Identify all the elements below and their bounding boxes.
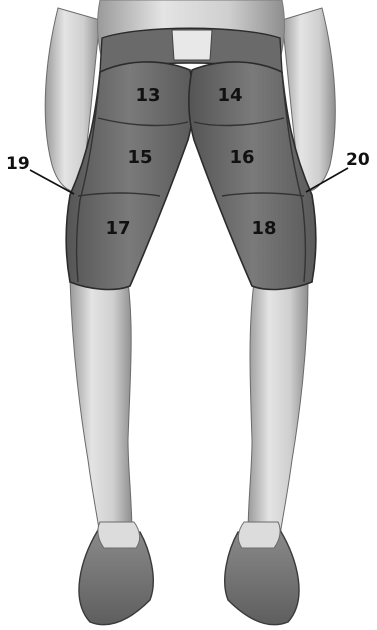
- zone-label-17: 17: [105, 218, 130, 239]
- waistband-center-panel: [172, 30, 212, 60]
- zone-label-18: 18: [251, 218, 276, 239]
- callout-label-20: 20: [346, 150, 370, 170]
- left-ankle: [98, 522, 140, 548]
- zone-label-14: 14: [217, 85, 242, 106]
- left-lower-leg: [70, 280, 132, 535]
- zone-label-15: 15: [127, 147, 152, 168]
- zone-label-13: 13: [135, 85, 160, 106]
- zone-label-16: 16: [229, 147, 254, 168]
- callout-label-19: 19: [6, 154, 30, 174]
- right-ankle: [238, 522, 280, 548]
- right-lower-leg: [248, 280, 308, 535]
